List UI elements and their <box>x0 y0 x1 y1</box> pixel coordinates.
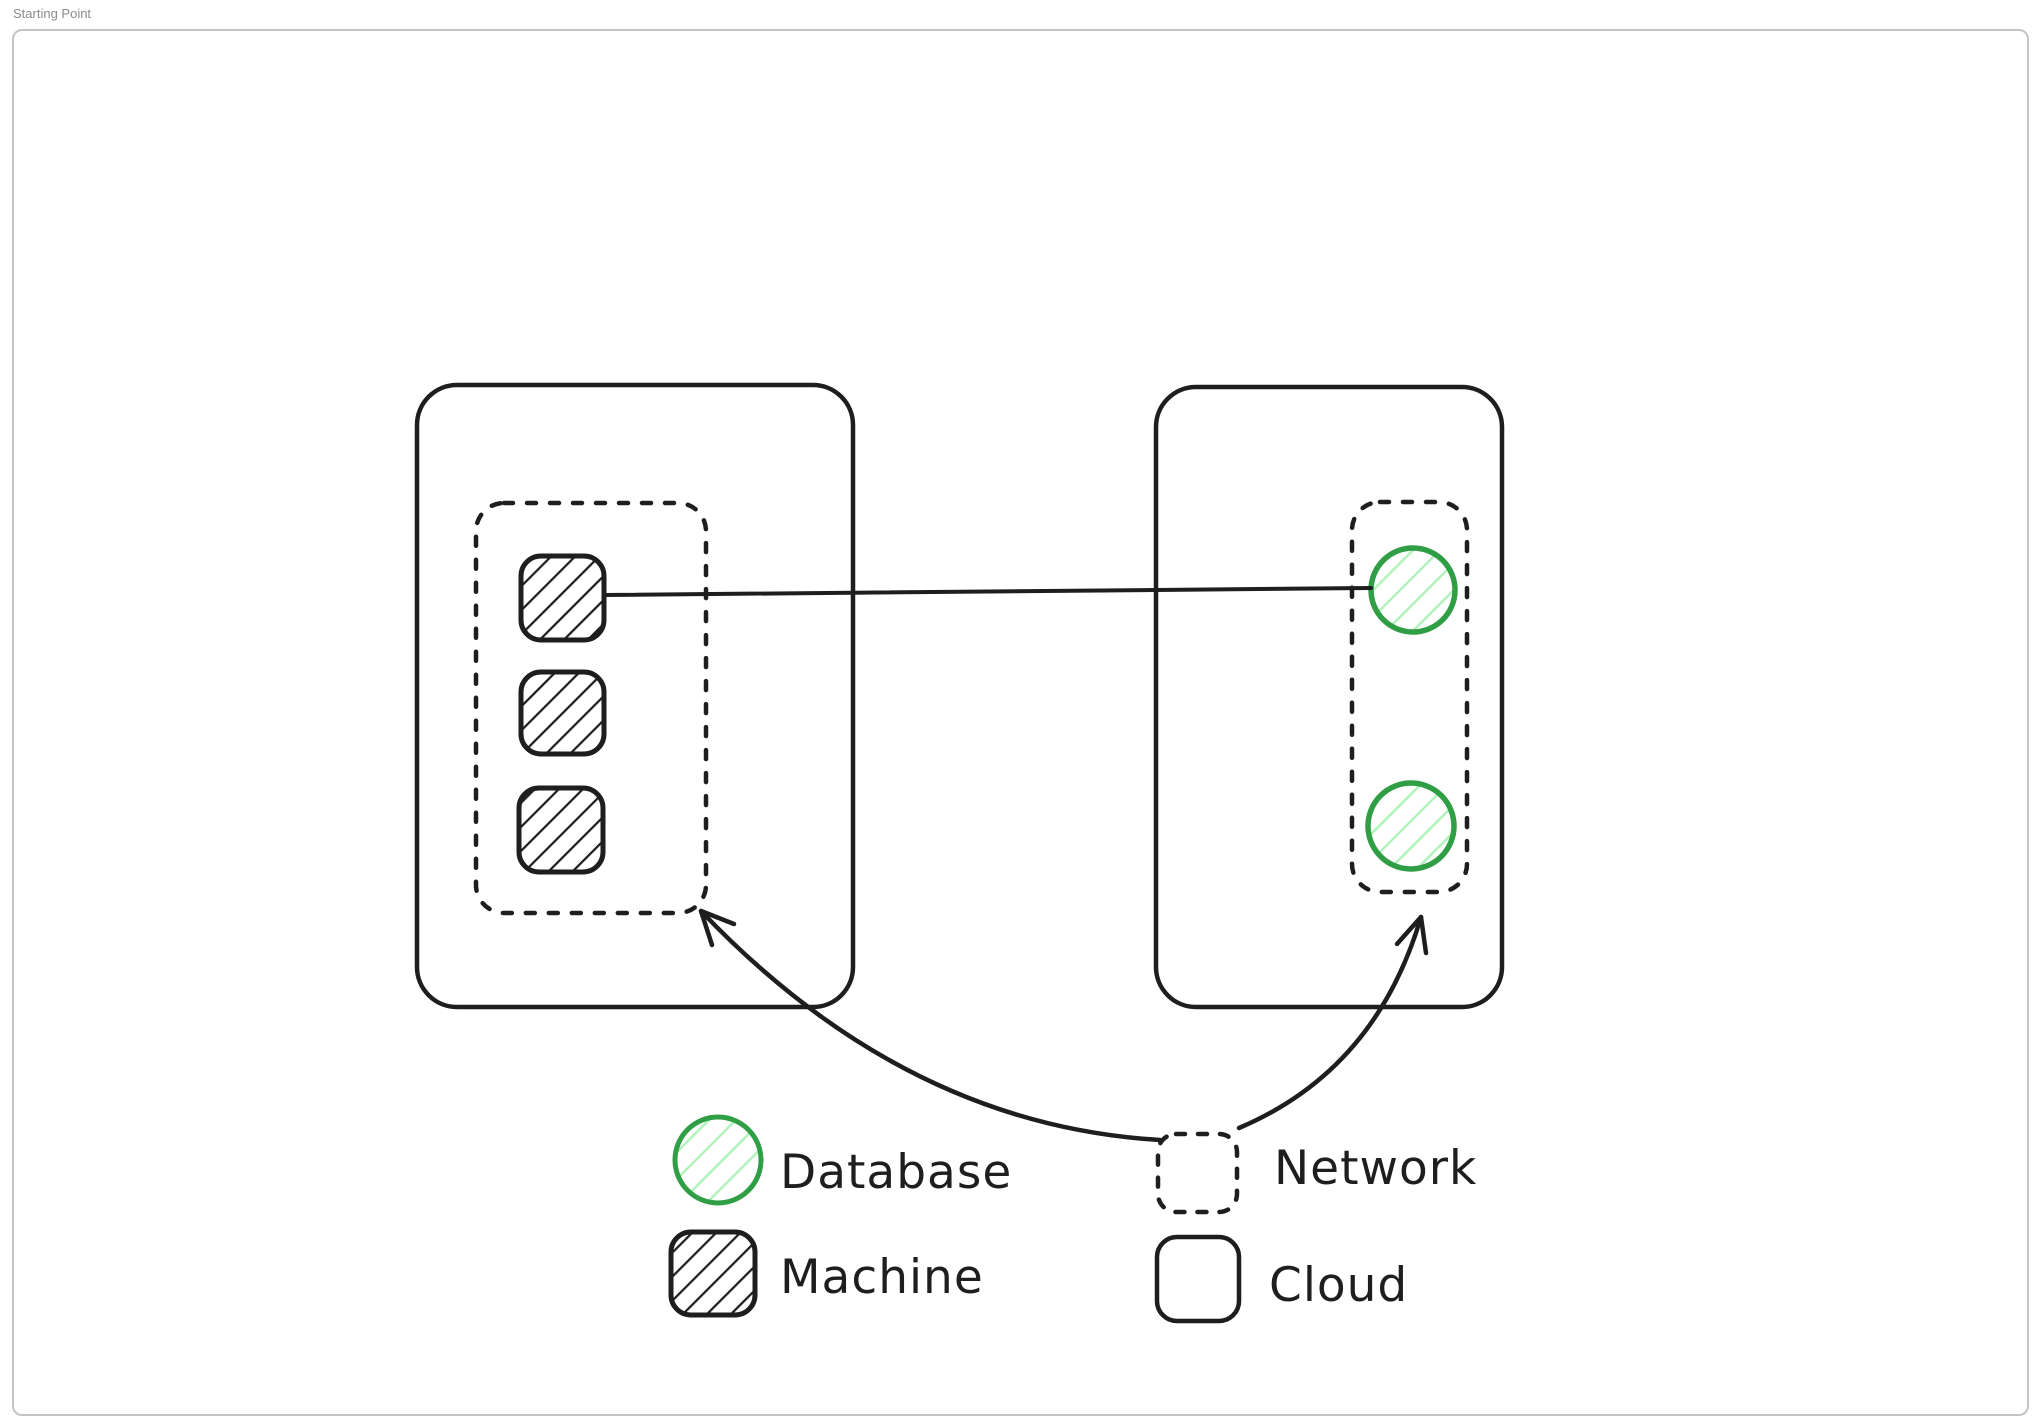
legend-network-swatch[interactable] <box>1155 1131 1240 1215</box>
machine-1[interactable] <box>518 553 607 643</box>
legend-database-label[interactable]: Database <box>780 1145 1012 1200</box>
arrow-to-right-network[interactable] <box>1236 914 1429 1131</box>
legend-network-label[interactable]: Network <box>1274 1141 1477 1196</box>
database-1[interactable] <box>1368 545 1458 635</box>
network-boundary-right[interactable] <box>1349 499 1470 895</box>
cloud-left[interactable] <box>414 382 856 1010</box>
arrow-to-left-network[interactable] <box>698 908 1163 1143</box>
machine-database-connector-line[interactable] <box>603 586 1373 597</box>
machine-2[interactable] <box>518 669 607 757</box>
legend-cloud-label[interactable]: Cloud <box>1269 1258 1408 1313</box>
cloud-right[interactable] <box>1153 384 1505 1010</box>
legend-database-swatch[interactable] <box>672 1114 764 1206</box>
legend-machine-label[interactable]: Machine <box>780 1250 984 1305</box>
frame-label[interactable]: Starting Point <box>13 6 92 21</box>
database-2[interactable] <box>1365 780 1457 872</box>
network-boundary-left[interactable] <box>473 500 709 916</box>
frame-border[interactable] <box>12 29 2029 1416</box>
legend-cloud-swatch[interactable] <box>1154 1234 1242 1324</box>
legend-machine-swatch[interactable] <box>668 1229 758 1318</box>
machine-3[interactable] <box>516 785 606 875</box>
